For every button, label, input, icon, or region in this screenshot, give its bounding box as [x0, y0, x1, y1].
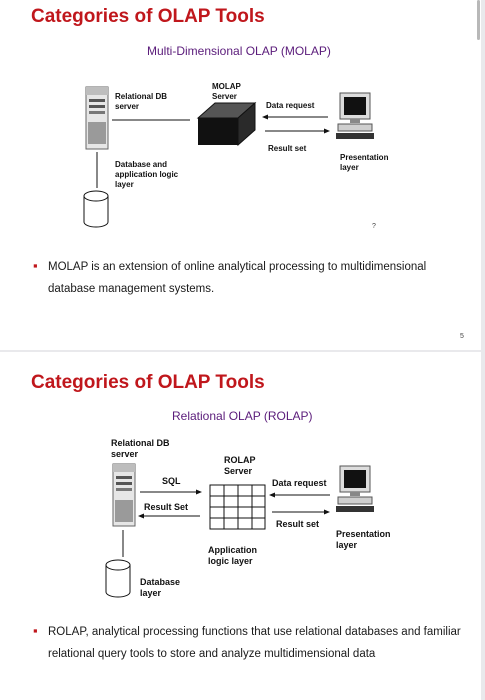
label-sql: SQL	[162, 476, 181, 486]
rolap-grid-icon	[209, 484, 266, 530]
label-database-app-logic: Database and application logic layer	[115, 160, 179, 189]
label-rolap-server: ROLAP Server	[224, 455, 256, 476]
presentation-computer-icon	[336, 465, 374, 512]
database-icon	[83, 190, 109, 228]
molap-cube-icon	[196, 101, 257, 147]
page-number: 5	[460, 333, 464, 340]
label-data-request: Data request	[272, 478, 327, 488]
label-result-set-right: Result set	[276, 519, 320, 529]
slide-subtitle: Relational OLAP (ROLAP)	[172, 409, 313, 423]
svg-text:?: ?	[372, 223, 376, 230]
bullet-icon: ▪	[33, 623, 38, 638]
label-result-set-left: Result Set	[144, 502, 189, 512]
database-icon	[105, 559, 131, 598]
label-relational-db-server: Relational DB server	[111, 438, 170, 459]
slide-title: Categories of OLAP Tools	[31, 6, 265, 27]
label-database-layer: Database layer	[140, 577, 181, 598]
bullet-text: ROLAP, analytical processing functions t…	[48, 626, 461, 660]
bullet-icon: ▪	[33, 258, 38, 273]
label-presentation-layer: Presentation layer	[340, 153, 389, 172]
slide-molap: Categories of OLAP Tools Multi-Dimension…	[0, 0, 481, 350]
presentation-computer-icon	[336, 92, 374, 139]
db-server-icon	[85, 86, 109, 150]
slide-subtitle: Multi-Dimensional OLAP (MOLAP)	[147, 44, 331, 58]
slide-rolap: Categories of OLAP Tools Relational OLAP…	[0, 352, 481, 700]
label-molap-server: MOLAP Server	[212, 82, 241, 101]
scrollbar-thumb[interactable]	[477, 0, 480, 40]
molap-diagram: ?	[83, 86, 376, 230]
rolap-diagram	[105, 463, 374, 598]
label-relational-db-server: Relational DB server	[115, 92, 168, 111]
db-server-icon	[112, 463, 136, 527]
label-result-set: Result set	[268, 144, 307, 153]
bullet-text: MOLAP is an extension of online analytic…	[48, 261, 427, 295]
label-presentation-layer: Presentation layer	[336, 529, 391, 550]
label-application-logic: Application logic layer	[208, 545, 257, 566]
label-data-request: Data request	[266, 101, 315, 110]
slide-title: Categories of OLAP Tools	[31, 372, 265, 393]
